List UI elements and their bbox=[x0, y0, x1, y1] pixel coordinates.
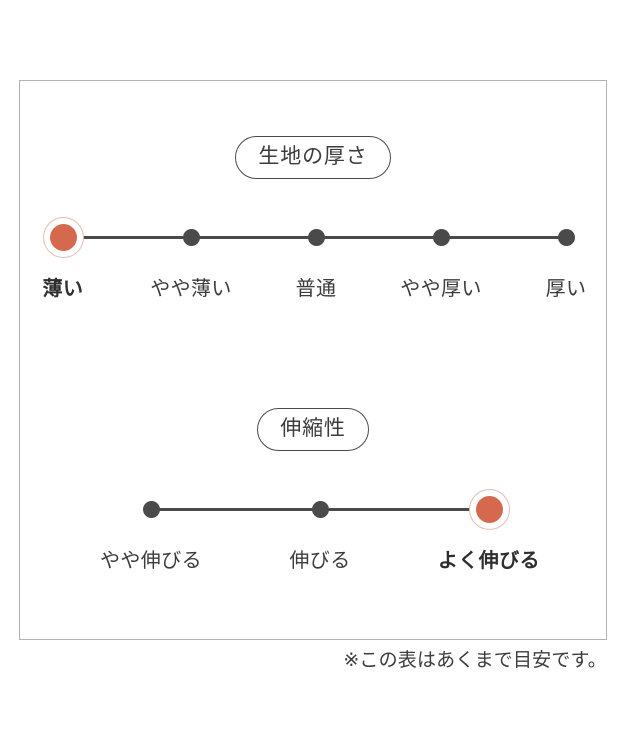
scale-dot-fabric-thickness-0[interactable] bbox=[49, 223, 77, 251]
scale-labels-stretchiness: やや伸びる 伸びる よく伸びる bbox=[100, 546, 540, 576]
scale-dot-fabric-thickness-3[interactable] bbox=[432, 228, 450, 246]
scale-track-fabric-thickness bbox=[49, 223, 575, 251]
scale-dot-stretchiness-0[interactable] bbox=[142, 500, 160, 518]
scale-label-stretchiness-2[interactable]: よく伸びる bbox=[438, 550, 540, 572]
section-badge-fabric-thickness: 生地の厚さ bbox=[235, 136, 391, 179]
scale-dot-fabric-thickness-2[interactable] bbox=[307, 228, 325, 246]
scale-label-stretchiness-1[interactable]: 伸びる bbox=[289, 550, 351, 572]
scale-dot-stretchiness-1[interactable] bbox=[311, 500, 329, 518]
scale-label-fabric-thickness-0[interactable]: 薄い bbox=[42, 278, 84, 300]
section-badge-fabric-thickness-wrap: 生地の厚さ bbox=[20, 136, 606, 179]
disclaimer-note: ※この表はあくまで目安です。 bbox=[343, 650, 607, 671]
scale-dot-fabric-thickness-1[interactable] bbox=[182, 228, 200, 246]
section-badge-stretchiness: 伸縮性 bbox=[257, 408, 369, 451]
scale-label-fabric-thickness-2[interactable]: 普通 bbox=[295, 278, 337, 300]
scale-label-fabric-thickness-4[interactable]: 厚い bbox=[545, 278, 587, 300]
scale-label-fabric-thickness-1[interactable]: やや薄い bbox=[150, 278, 232, 300]
section-badge-stretchiness-wrap: 伸縮性 bbox=[20, 408, 606, 451]
scale-labels-fabric-thickness: 薄い やや薄い 普通 やや厚い 厚い bbox=[43, 274, 586, 304]
scale-dot-stretchiness-2[interactable] bbox=[475, 495, 503, 523]
scale-label-stretchiness-0[interactable]: やや伸びる bbox=[100, 550, 202, 572]
scale-track-stretchiness bbox=[142, 495, 503, 523]
scale-label-fabric-thickness-3[interactable]: やや厚い bbox=[400, 278, 482, 300]
spec-table-frame: 生地の厚さ 薄い やや薄い 普通 やや厚い 厚い 伸縮性 やや伸びる 伸びる よ… bbox=[19, 80, 607, 640]
scale-dot-fabric-thickness-4[interactable] bbox=[557, 228, 575, 246]
